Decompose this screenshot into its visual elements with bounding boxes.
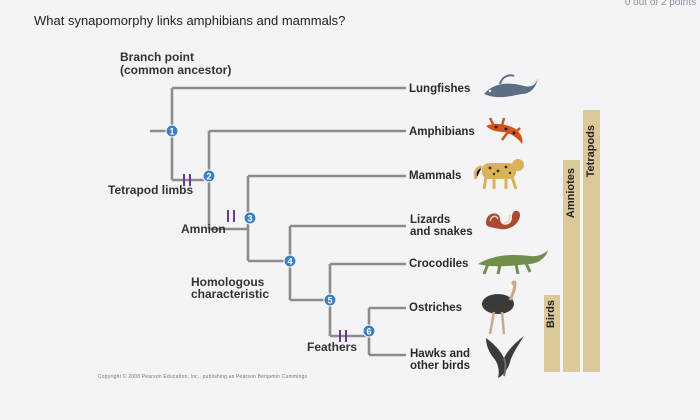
node-1-label: 1 bbox=[169, 127, 174, 137]
node-6-label: 6 bbox=[366, 327, 371, 337]
group-bar-amniotes bbox=[563, 160, 580, 372]
branch-point-line2: (common ancestor) bbox=[120, 63, 232, 77]
question-text: What synapomorphy links amphibians and m… bbox=[34, 13, 346, 28]
label-tetrapod-limbs: Tetrapod limbs bbox=[108, 183, 194, 197]
branch-point-line1: Branch point bbox=[120, 50, 194, 64]
taxon-ostriches: Ostriches bbox=[409, 302, 463, 314]
node-2 bbox=[202, 169, 216, 183]
branch-point-label: Branch point (common ancestor) bbox=[120, 51, 231, 77]
group-bar-birds bbox=[544, 295, 560, 372]
copyright-text: Copyright © 2008 Pearson Education, Inc.… bbox=[98, 374, 308, 380]
ostrich-icon bbox=[482, 280, 517, 335]
group-label-amniotes: Amniotes bbox=[565, 168, 577, 219]
label-amnion: Amnion bbox=[181, 222, 226, 236]
tick-feathers bbox=[339, 330, 347, 342]
leopard-icon bbox=[473, 159, 524, 190]
salamander-icon bbox=[486, 117, 523, 144]
hawks-line1: Hawks and bbox=[410, 348, 471, 360]
branch-lungfishes bbox=[170, 86, 406, 131]
taxon-hawks: Hawks and other birds bbox=[410, 348, 470, 372]
snake-icon bbox=[486, 210, 520, 230]
lizards-line2: and snakes bbox=[410, 226, 473, 238]
label-homologous: Homologous characteristic bbox=[191, 276, 269, 300]
crocodile-icon bbox=[478, 250, 548, 275]
tick-tetrapod-limbs bbox=[183, 174, 191, 186]
homologous-line1: Homologous bbox=[191, 275, 265, 289]
node-3 bbox=[243, 211, 257, 225]
group-label-tetrapods: Tetrapods bbox=[585, 125, 597, 178]
tick-amnion bbox=[227, 210, 235, 222]
hawk-icon bbox=[486, 336, 524, 378]
homologous-line2: characteristic bbox=[191, 287, 270, 301]
hawks-line2: other birds bbox=[410, 360, 471, 372]
label-feathers: Feathers bbox=[307, 340, 358, 354]
node-5 bbox=[323, 293, 337, 307]
lungfish-icon bbox=[484, 74, 538, 98]
node-1 bbox=[165, 124, 179, 138]
group-bar-tetrapods bbox=[583, 110, 600, 372]
taxon-lizards: Lizards and snakes bbox=[410, 214, 473, 238]
node-4 bbox=[283, 254, 297, 268]
taxon-crocodiles: Crocodiles bbox=[409, 258, 469, 270]
node-4-label: 4 bbox=[287, 257, 292, 267]
node-5-label: 5 bbox=[327, 296, 332, 306]
taxon-lungfishes: Lungfishes bbox=[409, 83, 471, 95]
node-markers bbox=[165, 124, 376, 338]
taxon-amphibians: Amphibians bbox=[409, 126, 475, 138]
taxon-mammals: Mammals bbox=[409, 170, 462, 182]
node-6 bbox=[362, 324, 376, 338]
node-3-label: 3 bbox=[247, 214, 252, 224]
group-label-birds: Birds bbox=[545, 300, 557, 329]
node-2-label: 2 bbox=[206, 172, 211, 182]
score-text: 0 out of 2 points bbox=[624, 0, 696, 8]
lizards-line1: Lizards bbox=[410, 214, 451, 226]
